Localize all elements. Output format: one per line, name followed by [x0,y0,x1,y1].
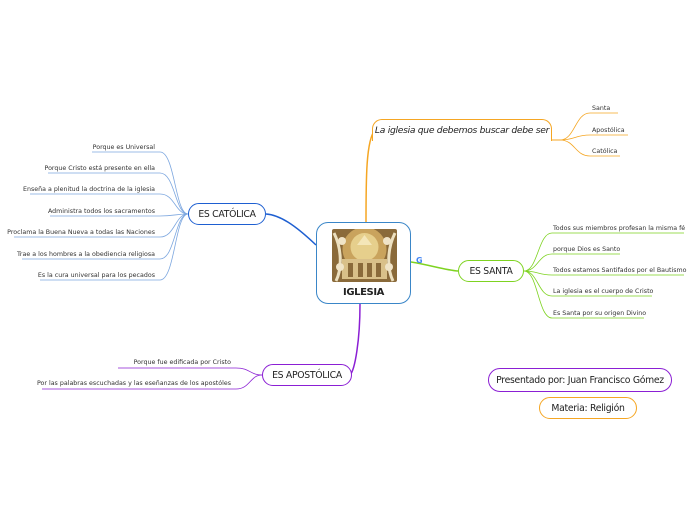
leaf-catolica-2: Enseña a plenitud la doctrina de la igle… [23,187,155,193]
central-title: IGLESIA [317,287,410,298]
leaf-santa-3: La iglesia es el cuerpo de Cristo [553,289,653,295]
leaf-catolica-6: Es la cura universal para los pecados [38,273,155,279]
leaf-apostolica: Apostólica [592,128,625,134]
branch-es-catolica-label: ES CATÓLICA [198,209,255,220]
leaf-santa-2: Todos estamos Santifados por el Bautismo [553,268,687,274]
leaf-santa: Santa [592,106,610,112]
leaf-catolica-4: Proclama la Buena Nueva a todas las Naci… [7,230,155,236]
presentado-label: Presentado por: Juan Francisco Gómez [496,375,664,386]
leaf-catolica: Católica [592,149,617,155]
branch-es-apostolica[interactable]: ES APOSTÓLICA [262,364,352,386]
materia-label: Materia: Religión [551,403,624,414]
central-node[interactable]: IGLESIA [316,222,411,304]
materia-box[interactable]: Materia: Religión [539,397,637,419]
branch-es-santa-label: ES SANTA [469,266,512,277]
leaf-santa-0: Todos sus miembros profesan la misma fé [553,226,685,232]
leaf-santa-4: Es Santa por su origen Divino [553,311,646,317]
branch-es-apostolica-label: ES APOSTÓLICA [272,370,342,381]
google-icon: G [416,256,423,265]
leaf-santa-1: porque Dios es Santo [553,247,620,253]
branch-es-santa[interactable]: ES SANTA [458,260,524,282]
church-image [332,229,397,282]
leaf-apostolica-0: Porque fue edificada por Cristo [134,360,231,366]
leaf-catolica-5: Trae a los hombres a la obediencia relig… [17,252,155,258]
leaf-catolica-0: Porque es Universal [93,145,155,151]
branch-iglesia[interactable]: La iglesia que debemos buscar debe ser [372,119,552,141]
branch-iglesia-label: La iglesia que debemos buscar debe ser [375,125,549,136]
leaf-catolica-1: Porque Cristo está presente en ella [45,166,156,172]
presentado-box[interactable]: Presentado por: Juan Francisco Gómez [488,368,672,392]
leaf-apostolica-1: Por las palabras escuchadas y las eseñan… [37,381,231,387]
branch-es-catolica[interactable]: ES CATÓLICA [188,203,266,225]
leaf-catolica-3: Administra todos los sacramentos [48,209,155,215]
